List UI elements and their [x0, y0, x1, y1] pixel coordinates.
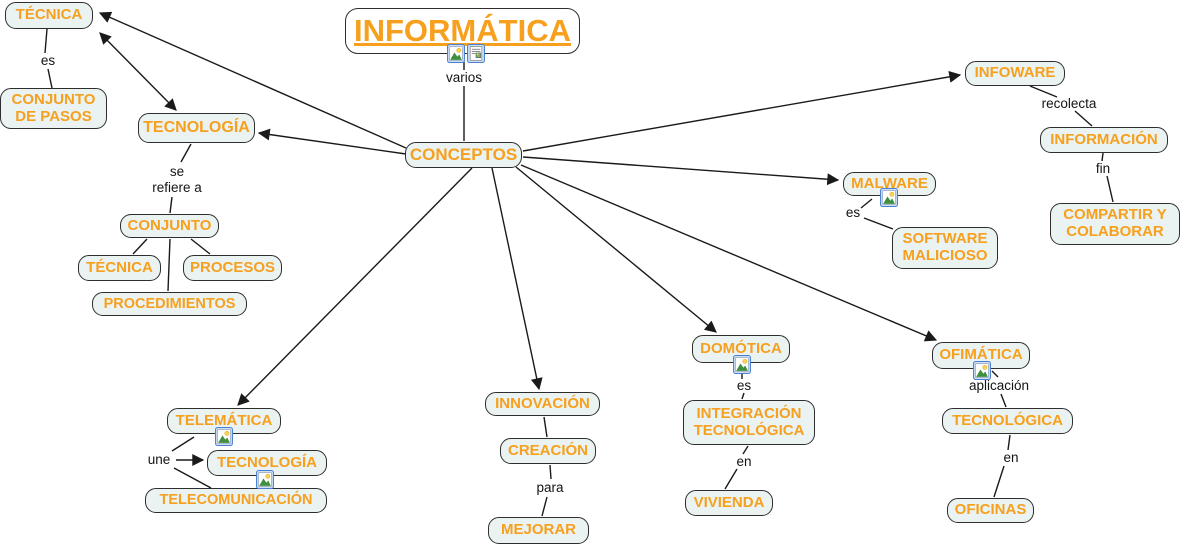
node-oficinas[interactable]: OFICINAS	[947, 498, 1034, 523]
edge	[742, 445, 749, 455]
node-integracion-tecnologica[interactable]: INTEGRACIÓN TECNOLÓGICA	[683, 400, 815, 445]
link-label-es-malware: es	[845, 204, 861, 220]
node-creacion[interactable]: CREACIÓN	[500, 438, 596, 464]
node-procedimientos[interactable]: PROCEDIMIENTOS	[92, 292, 247, 316]
node-software-malicioso[interactable]: SOFTWARE MALICIOSO	[892, 227, 998, 269]
link-label-recolecta: recolecta	[1041, 95, 1097, 111]
edge	[180, 143, 192, 163]
link-label-se-refiere-a: se refiere a	[152, 163, 202, 195]
node-tecnica-2[interactable]: TÉCNICA	[78, 255, 161, 281]
node-malware[interactable]: MALWARE	[843, 172, 936, 196]
link-label-en-domotica: en	[736, 453, 752, 469]
image-icon[interactable]	[973, 361, 991, 380]
image-icon[interactable]	[447, 44, 465, 63]
edge	[993, 465, 1005, 498]
link-label-para: para	[536, 479, 564, 495]
edge	[1101, 152, 1104, 162]
node-conceptos[interactable]: CONCEPTOS	[405, 142, 522, 168]
link-label-varios: varios	[445, 69, 483, 85]
edge	[1029, 85, 1058, 98]
edge	[1007, 434, 1011, 451]
edge	[549, 464, 552, 480]
node-innovacion[interactable]: INNOVACIÓN	[485, 392, 600, 416]
node-mejorar[interactable]: MEJORAR	[488, 517, 589, 544]
node-informatica[interactable]: INFORMÁTICA	[345, 8, 580, 54]
edge	[190, 238, 211, 255]
image-icon[interactable]	[733, 355, 751, 374]
edge	[741, 392, 745, 400]
edge	[520, 164, 938, 342]
edge	[169, 196, 173, 214]
link-label-es-tecnica: es	[40, 52, 56, 68]
edge	[99, 32, 177, 111]
edge	[991, 370, 999, 378]
link-label-aplicacion: aplicación	[968, 377, 1030, 393]
node-tecnologica[interactable]: TECNOLÓGICA	[942, 408, 1073, 434]
link-label-fin: fin	[1095, 160, 1111, 176]
node-vivienda[interactable]: VIVIENDA	[685, 490, 773, 516]
node-domotica[interactable]: DOMÓTICA	[692, 335, 790, 363]
node-infoware[interactable]: INFOWARE	[965, 61, 1065, 86]
node-informacion[interactable]: INFORMACIÓN	[1040, 127, 1168, 153]
document-image-icon[interactable]	[467, 44, 485, 63]
edge	[522, 70, 962, 152]
edge	[173, 467, 212, 489]
node-conjunto[interactable]: CONJUNTO	[120, 214, 219, 238]
edge	[237, 167, 473, 406]
node-conjunto-de-pasos[interactable]: CONJUNTO DE PASOS	[0, 88, 107, 129]
image-icon[interactable]	[256, 470, 274, 489]
edge	[724, 468, 738, 490]
link-label-une: une	[147, 451, 171, 467]
node-tecnica-top[interactable]: TÉCNICA	[5, 2, 93, 29]
edge	[44, 28, 48, 54]
edge	[1074, 110, 1093, 127]
image-icon[interactable]	[880, 188, 898, 207]
edge	[171, 436, 195, 452]
edge	[257, 128, 407, 155]
link-label-es-domotica: es	[736, 377, 752, 393]
edge	[47, 68, 53, 89]
edge	[1000, 393, 1007, 408]
image-icon[interactable]	[215, 427, 233, 446]
edge	[543, 416, 548, 438]
node-procesos[interactable]: PROCESOS	[183, 255, 282, 281]
node-compartir-y-colaborar[interactable]: COMPARTIR Y COLABORAR	[1050, 203, 1180, 245]
edge	[515, 166, 717, 333]
node-telecomunicacion[interactable]: TELECOMUNICACIÓN	[145, 488, 327, 513]
edge	[167, 238, 171, 292]
edge	[541, 496, 548, 517]
edge	[863, 217, 894, 230]
edge	[132, 238, 148, 255]
edge	[1106, 175, 1114, 203]
edge	[522, 156, 840, 186]
edge	[491, 167, 543, 391]
node-tecnologia-top[interactable]: TECNOLOGÍA	[138, 113, 255, 143]
edge	[98, 11, 407, 149]
node-telematica[interactable]: TELEMÁTICA	[167, 408, 281, 434]
edge	[860, 198, 873, 209]
link-label-en-ofimatica: en	[1003, 449, 1019, 465]
